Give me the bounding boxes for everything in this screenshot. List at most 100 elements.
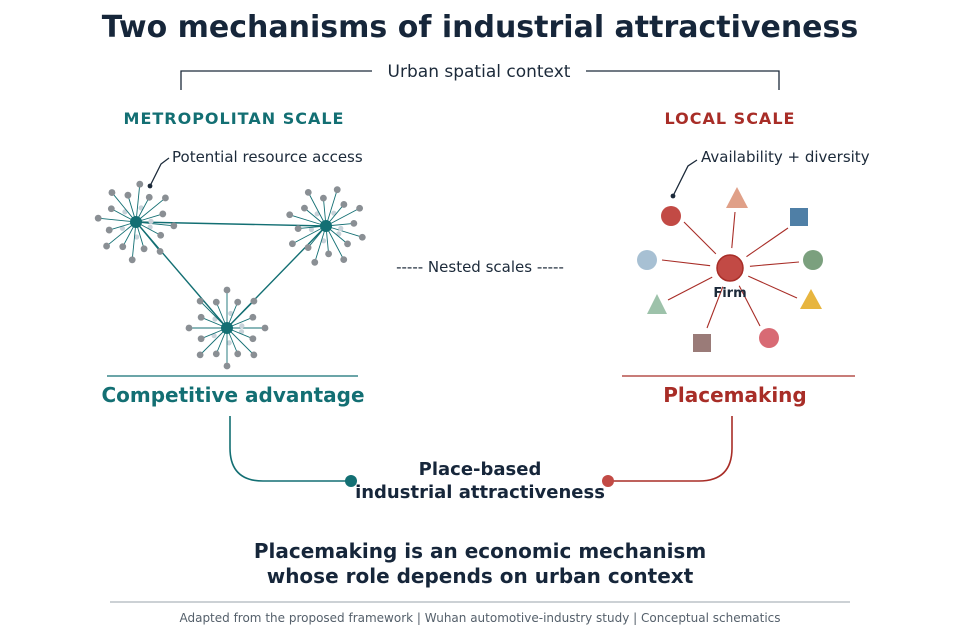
resource-access-annotation: Potential resource access [172, 148, 363, 166]
cluster-node [311, 258, 319, 266]
cluster-node [128, 256, 136, 264]
cluster-node [162, 194, 169, 202]
resource-circle-pink [759, 328, 779, 348]
cluster-spoke [111, 192, 137, 223]
cluster-spoke [226, 327, 255, 356]
network-link-1 [135, 221, 327, 227]
cluster-spoke [135, 197, 166, 223]
cluster-node [196, 351, 204, 359]
cluster-node [196, 297, 204, 305]
resource-square-mauve [693, 334, 711, 352]
cluster-minor-node [119, 225, 125, 231]
cluster-node [301, 204, 308, 212]
cluster-node [249, 313, 257, 321]
cluster-hub-node [320, 220, 332, 232]
cluster-node [212, 350, 220, 358]
cluster-minor-node [226, 340, 232, 346]
right-connector [608, 416, 733, 482]
context-bracket-right [586, 70, 780, 90]
resource-square-blue [790, 208, 808, 226]
firm-spoke [749, 261, 800, 267]
cluster-node [108, 189, 116, 196]
context-bracket: Urban spatial context [180, 62, 780, 90]
cluster-hub-south [185, 286, 269, 370]
left-connector-dot [345, 475, 357, 487]
cluster-spoke [314, 225, 327, 263]
cluster-node [333, 186, 341, 194]
competitive-advantage-label: Competitive advantage [101, 383, 364, 407]
availability-annotation: Availability + diversity [701, 148, 870, 166]
nested-scales-label: ----- Nested scales ----- [396, 258, 564, 276]
cluster-node [340, 256, 348, 264]
cluster-node [340, 201, 348, 208]
cluster-minor-node [148, 218, 154, 224]
firm-spoke [683, 221, 717, 255]
cluster-node [157, 231, 165, 239]
cluster-node [197, 313, 205, 321]
cluster-hub-node [130, 216, 142, 228]
availability-leader [672, 159, 698, 197]
cluster-node [212, 298, 220, 306]
firm-node [716, 254, 744, 282]
cluster-spoke [98, 217, 137, 223]
local-scale-label: LOCAL SCALE [665, 109, 796, 128]
cluster-node [185, 324, 193, 332]
firm-spoke [706, 286, 724, 329]
cluster-node [344, 240, 351, 248]
cluster-node [156, 248, 164, 255]
firm-spoke [667, 276, 713, 301]
cluster-spoke [135, 221, 161, 252]
cluster-node [197, 335, 205, 343]
cluster-node [320, 194, 327, 202]
cluster-node [288, 240, 296, 248]
cluster-spoke [307, 192, 327, 227]
cluster-node [304, 244, 312, 251]
cluster-minor-node [321, 238, 327, 244]
cluster-spoke [199, 327, 228, 356]
cluster-spoke [226, 300, 255, 329]
cluster-spoke [289, 214, 327, 227]
context-label: Urban spatial context [388, 62, 571, 82]
resource-access-leader [149, 157, 170, 187]
availability-pointer-dot [670, 193, 676, 199]
right-connector-dot [602, 475, 614, 487]
cluster-spoke [135, 184, 141, 223]
firm-spoke [738, 285, 761, 327]
availability-callout: Availability + diversity [670, 148, 870, 199]
cluster-node [145, 193, 153, 201]
center-label-line1: Place-based [419, 459, 542, 480]
cluster-node [234, 298, 242, 306]
cluster-node [124, 191, 132, 199]
cluster-node [358, 233, 366, 241]
cluster-node [119, 243, 127, 251]
cluster-hub-northwest [94, 180, 178, 264]
cluster-minor-node [338, 225, 344, 231]
center-label-line2: industrial attractiveness [355, 482, 605, 503]
placemaking-label: Placemaking [663, 383, 806, 407]
local-firm-diagram: Firm [637, 187, 823, 352]
cluster-node [140, 245, 148, 253]
cluster-node [234, 350, 242, 358]
cluster-spoke [199, 300, 228, 329]
cluster-node [356, 204, 364, 212]
cluster-spoke [325, 225, 345, 260]
cluster-minor-node [239, 323, 245, 329]
cluster-node [249, 335, 257, 343]
conclusion-line1: Placemaking is an economic mechanism [254, 539, 706, 563]
cluster-node [223, 286, 231, 294]
context-bracket-left [180, 70, 372, 90]
resource-triangle-yellow [800, 289, 822, 309]
firm-spoke [748, 275, 798, 299]
cluster-node [223, 362, 231, 370]
cluster-minor-node [134, 234, 140, 240]
cluster-node [294, 225, 302, 232]
resource-triangle-salmon [726, 187, 748, 208]
firm-spoke [746, 227, 789, 258]
cluster-node [105, 226, 113, 234]
cluster-spoke [325, 225, 363, 238]
firm-spokes [661, 211, 800, 329]
resource-triangle-mint [647, 294, 667, 314]
cluster-node [170, 222, 178, 230]
firm-spoke [731, 211, 736, 249]
